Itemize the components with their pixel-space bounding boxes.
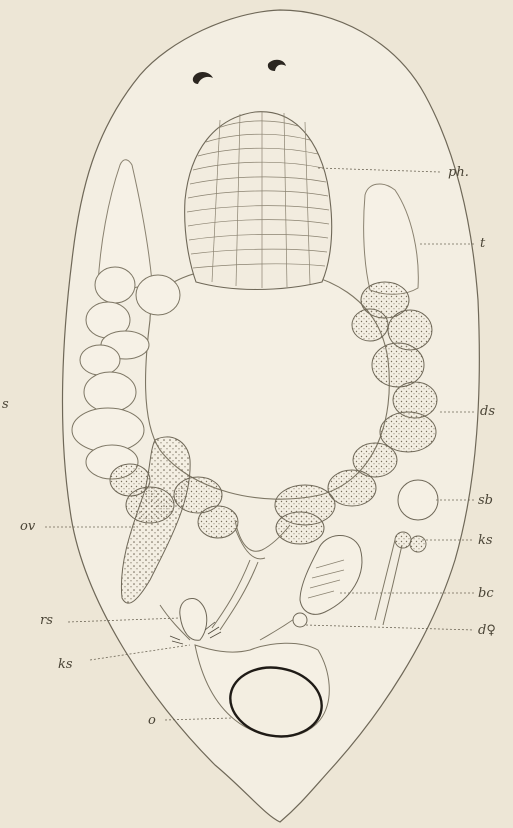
genital-pore (293, 613, 307, 627)
label-testis: t (480, 237, 485, 250)
label-seminal-bladder: sb (478, 494, 493, 507)
seminal-bladder (398, 480, 438, 520)
label-edge-s: s (2, 398, 9, 411)
label-shell-gland-left: ks (58, 658, 73, 671)
label-genital-duct: d♀ (478, 624, 496, 637)
label-bursa-copulatrix: bc (478, 587, 494, 600)
label-ovary: o (148, 714, 156, 727)
label-oviduct: ov (20, 520, 35, 533)
label-shell-gland-right: ks (478, 534, 493, 547)
label-pharynx: ph. (448, 166, 469, 179)
label-receptaculum: rs (40, 614, 53, 627)
label-yolk-glands: ds (480, 405, 495, 418)
